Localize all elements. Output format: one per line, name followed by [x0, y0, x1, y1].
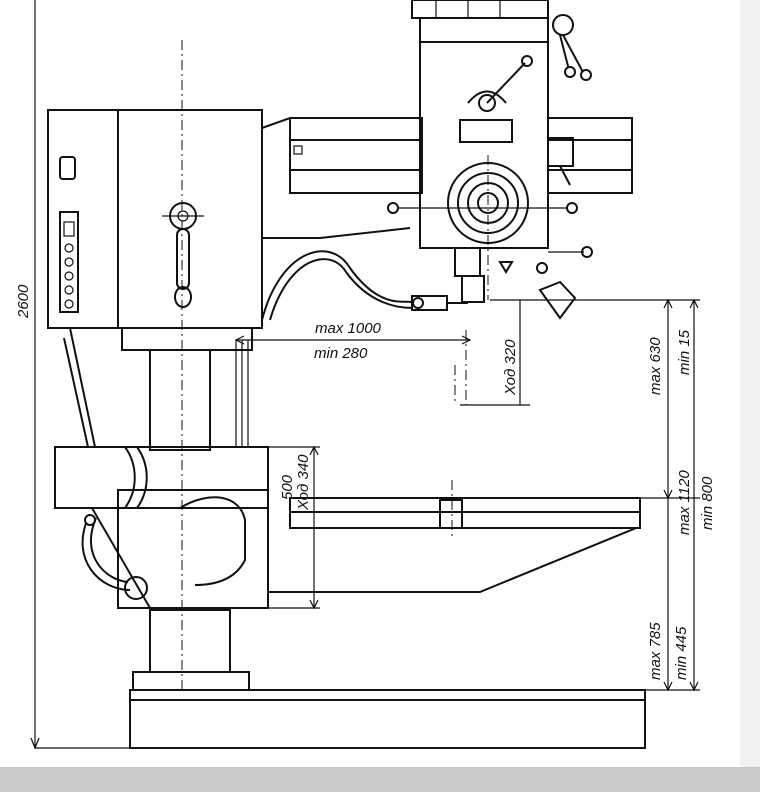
scrollbar-track[interactable] — [740, 0, 760, 767]
overall-height-label: 2600 — [15, 284, 32, 319]
table-base-max-label: max 785 — [647, 622, 664, 680]
coolant-hose — [261, 250, 468, 321]
table-base-min-label: min 445 — [673, 626, 690, 680]
spindle-travel-label: Ход 320 — [502, 339, 519, 396]
spindle-base-min-label: min 800 — [699, 476, 716, 530]
table-height-label: 500 — [279, 474, 296, 500]
spindle-table-max-label: max 630 — [647, 337, 664, 395]
arm-reach-min-label: min 280 — [314, 345, 368, 362]
spindle-base-max-label: max 1120 — [676, 470, 693, 535]
head-housing — [47, 109, 263, 351]
work-table — [267, 480, 641, 593]
drill-head — [387, 0, 593, 320]
radial-arm — [261, 117, 633, 239]
column — [149, 40, 249, 690]
arm-reach-max-label: max 1000 — [315, 320, 382, 337]
spindle-table-min-label: min 15 — [676, 329, 693, 375]
machine-base — [129, 671, 646, 749]
dimension-lines — [30, 0, 700, 750]
radial-drill-drawing: 2600 max 1000 min 280 Ход 320 max 630 mi… — [15, 0, 716, 750]
table-travel-label: Ход 340 — [295, 454, 312, 511]
horizontal-scrollbar[interactable] — [0, 767, 760, 792]
